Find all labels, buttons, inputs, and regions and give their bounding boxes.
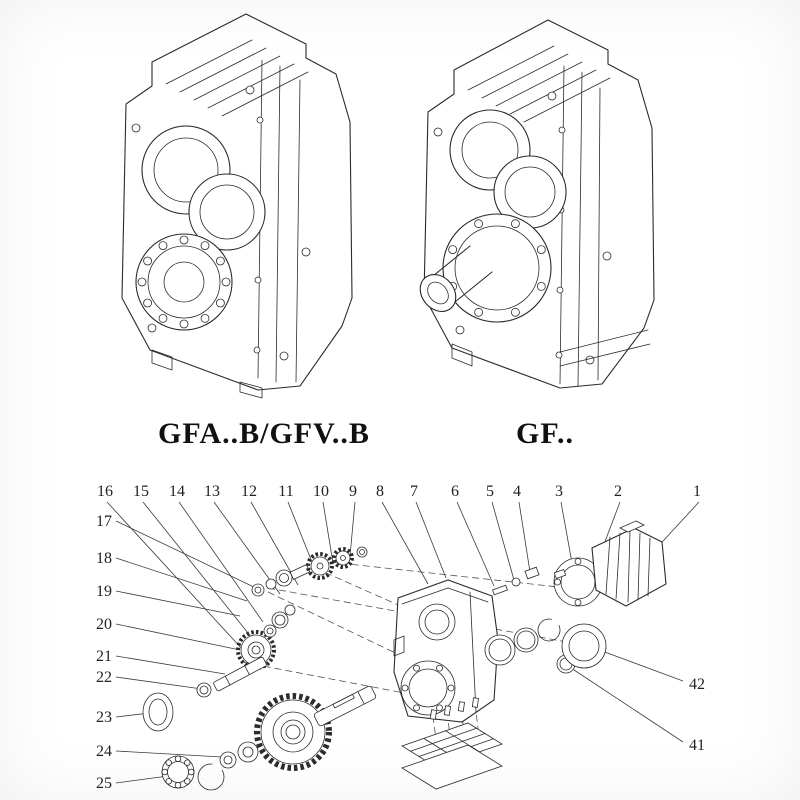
pinion-shaft	[196, 656, 267, 698]
callout-11: 11	[278, 483, 293, 500]
bearing-boss	[135, 233, 233, 331]
motor-body	[591, 520, 667, 607]
callout-10: 10	[313, 483, 329, 500]
callouts-top: 16 15 14 13 12 11 10 9 8 7 6 5 4 3 2 1	[97, 483, 701, 500]
leader-lines	[106, 501, 700, 784]
gearbox-drawing-gf	[419, 19, 655, 389]
callout-4: 4	[513, 483, 521, 500]
callout-19: 19	[96, 583, 112, 600]
callout-42: 42	[689, 676, 705, 693]
oil-seal	[142, 692, 174, 732]
callout-5: 5	[486, 483, 494, 500]
output-washers	[219, 741, 259, 769]
callout-12: 12	[241, 483, 257, 500]
callout-8: 8	[376, 483, 384, 500]
output-shaft	[313, 685, 377, 727]
callout-24: 24	[96, 743, 112, 760]
callout-3: 3	[555, 483, 563, 500]
callout-2: 2	[614, 483, 622, 500]
callout-23: 23	[96, 709, 112, 726]
model-label-left: GFA..B/GFV..B	[158, 417, 370, 450]
callout-18: 18	[96, 550, 112, 567]
callout-7: 7	[410, 483, 418, 500]
callout-22: 22	[96, 669, 112, 686]
input-bores	[449, 109, 567, 229]
front-rail	[555, 65, 583, 387]
callout-9: 9	[349, 483, 357, 500]
corner-screws	[131, 85, 311, 361]
intermediate-gear-cluster	[236, 604, 296, 670]
callout-14: 14	[169, 483, 185, 500]
callout-25: 25	[96, 775, 112, 792]
model-label-right: GF..	[516, 417, 574, 450]
gasket-plates	[401, 722, 503, 790]
output-gear	[254, 693, 332, 771]
ball-bearing	[161, 755, 225, 791]
output-flange	[419, 213, 552, 323]
exploded-view: 16 15 14 13 12 11 10 9 8 7 6 5 4 3 2 1 1…	[96, 483, 705, 792]
input-shaft-small-parts	[251, 546, 368, 597]
callout-13: 13	[204, 483, 220, 500]
bearing-rings	[484, 618, 607, 674]
callout-6: 6	[451, 483, 459, 500]
top-ribs	[165, 39, 309, 117]
callout-15: 15	[133, 483, 149, 500]
feet	[151, 349, 263, 399]
motor-side-small-parts	[492, 566, 540, 596]
callout-1: 1	[693, 483, 701, 500]
callout-16: 16	[97, 483, 113, 500]
callout-17: 17	[96, 513, 112, 530]
housing-bolts	[429, 697, 479, 720]
callout-41: 41	[689, 737, 705, 754]
callouts-left: 17 18 19 20 21 22 23 24 25	[96, 513, 112, 792]
input-bores	[141, 125, 266, 251]
base-rails	[451, 329, 651, 367]
callout-20: 20	[96, 616, 112, 633]
callout-21: 21	[96, 648, 112, 665]
gearbox-drawing-gfab	[121, 13, 353, 399]
housing	[393, 579, 499, 723]
callouts-right: 42 41	[689, 676, 705, 754]
